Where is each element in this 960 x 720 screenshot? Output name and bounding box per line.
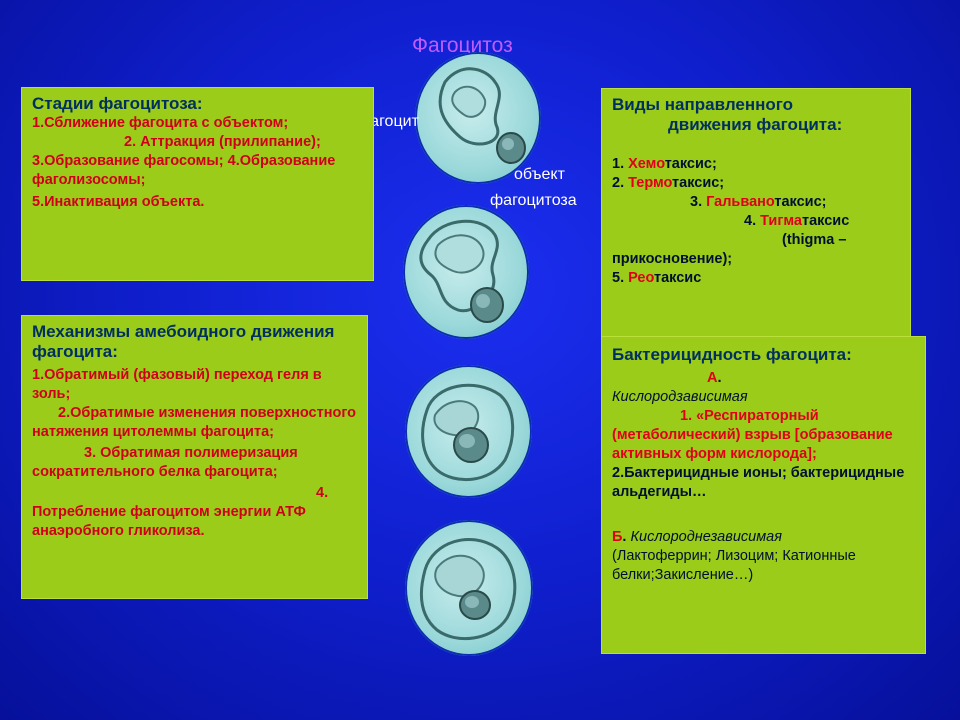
mechanisms-item-2: 2.Обратимые изменения поверхностного нат…: [32, 405, 357, 440]
taxis-heading-1: Виды направленного: [612, 95, 794, 114]
taxis-item-5: 5. Реотаксис: [612, 270, 702, 286]
taxis-item-1: 1. Хемотаксис;: [612, 156, 717, 172]
phagocyte-image-3: [405, 365, 532, 498]
taxis-thigma-note: (thigma – прикосновение);: [612, 232, 847, 267]
taxis-item-3: 3. Гальванотаксис;: [690, 194, 827, 210]
taxis-heading-2: движения фагоцита:: [668, 115, 843, 134]
taxis-item-4: 4. Тигматаксис: [744, 213, 850, 229]
stages-box: Стадии фагоцитоза: 1.Сближение фагоцита …: [21, 87, 374, 281]
stages-item-2: 2. Аттракция (прилипание); 3.Образование…: [32, 134, 336, 188]
mechanisms-item-1: 1.Обратимый (фазовый) переход геля в зол…: [32, 367, 322, 402]
phagocyte-image-1: [415, 52, 541, 184]
cell-drawing-4: [419, 538, 517, 641]
mechanisms-box: Механизмы амебоидного движения фагоцита:…: [21, 315, 368, 599]
stages-item-1: 1.Сближение фагоцита с объектом;: [32, 115, 289, 131]
bactericidal-a-item2: 2.Бактерицидные ионы; бактерицидные альд…: [612, 465, 905, 500]
phagocyte-image-4: [405, 520, 533, 656]
bactericidal-box: Бактерицидность фагоцита: А. Кислородзав…: [601, 336, 926, 654]
object-label-line2: фагоцитоза: [490, 192, 577, 209]
stages-heading: Стадии фагоцитоза:: [32, 94, 203, 113]
stages-item-3: 5.Инактивация объекта.: [32, 194, 205, 210]
taxis-item-2: 2. Термотаксис;: [612, 175, 725, 191]
bactericidal-a-letter: А.: [707, 370, 722, 386]
slide-title: Фагоцитоз: [412, 34, 513, 57]
cell-drawing-3: [421, 383, 515, 482]
cell-drawing-1: [438, 67, 526, 164]
bactericidal-a-type: Кислородзависимая: [612, 389, 748, 405]
bactericidal-heading: Бактерицидность фагоцита:: [612, 345, 852, 364]
phagocyte-image-2: [403, 205, 529, 339]
cell-drawing-2: [419, 219, 504, 323]
bactericidal-a-item1: 1. «Респираторный (метаболический) взрыв…: [612, 408, 893, 462]
mechanisms-item-3: 3. Обратимая полимеризация сократительно…: [32, 445, 298, 480]
object-label-line1: объект: [514, 166, 565, 183]
bactericidal-b: Б. Кислороднезависимая: [612, 529, 782, 545]
taxis-box: Виды направленного движения фагоцита: 1.…: [601, 88, 911, 344]
bactericidal-b-items: (Лактоферрин; Лизоцим; Катионные белки;З…: [612, 548, 856, 583]
mechanisms-heading: Механизмы амебоидного движения фагоцита:: [32, 322, 335, 361]
mechanisms-item-4: 4. Потребление фагоцитом энергии АТФ ана…: [32, 485, 329, 539]
